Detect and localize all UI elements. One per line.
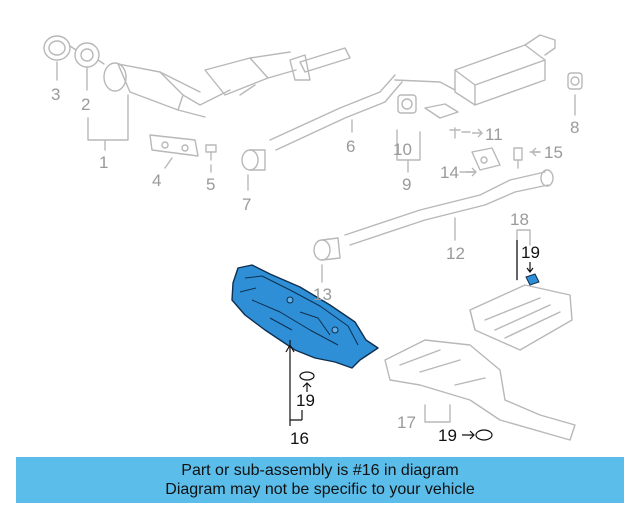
info-banner: Part or sub-assembly is #16 in diagram D… <box>16 457 624 503</box>
part-12-pipe[interactable] <box>344 169 554 246</box>
callout-14: 14 <box>440 163 459 182</box>
leader-lines <box>56 61 576 423</box>
part-4-bracket[interactable] <box>149 134 199 157</box>
part-rear-muffler[interactable] <box>394 34 556 106</box>
callout-4: 4 <box>152 171 161 190</box>
callout-2: 2 <box>81 95 90 114</box>
callout-19-lower: 19 <box>296 391 315 410</box>
callout-9: 9 <box>402 175 411 194</box>
part-8-hanger[interactable] <box>567 72 583 90</box>
part-3-gasket[interactable] <box>43 35 71 61</box>
callout-3: 3 <box>51 85 60 104</box>
part-front-converter-body[interactable] <box>204 51 297 96</box>
banner-line-2: Diagram may not be specific to your vehi… <box>165 481 475 498</box>
part-15-bolt[interactable] <box>513 147 523 169</box>
part-10-insulator[interactable] <box>397 94 417 114</box>
part-5-bolt[interactable] <box>205 144 217 161</box>
part-2-clamp[interactable] <box>69 42 105 68</box>
part-6-intermediate-pipe[interactable] <box>269 47 403 151</box>
callout-5: 5 <box>206 175 215 194</box>
part-14-bracket[interactable] <box>471 147 501 171</box>
callout-11: 11 <box>485 125 503 144</box>
callout-13: 13 <box>313 285 332 304</box>
banner-line-1: Part or sub-assembly is #16 in diagram <box>181 462 459 479</box>
callout-8: 8 <box>570 118 579 137</box>
callout-12: 12 <box>446 244 465 263</box>
part-7-clamp[interactable] <box>241 149 266 171</box>
callout-19-near-17: 19 <box>438 426 457 445</box>
callout-1: 1 <box>99 153 108 172</box>
part-17-heat-shield[interactable] <box>384 339 576 441</box>
part-13-clamp[interactable] <box>313 237 341 261</box>
callout-18: 18 <box>510 210 529 229</box>
part-19-clip-17[interactable] <box>462 429 493 441</box>
part-16-heat-shield-highlighted[interactable] <box>231 264 379 369</box>
callout-6: 6 <box>346 137 355 156</box>
callout-19-upper: 19 <box>521 243 540 262</box>
callout-10: 10 <box>393 140 412 159</box>
callout-17: 17 <box>397 413 416 432</box>
part-11-bracket[interactable] <box>424 103 461 139</box>
callout-16: 16 <box>290 429 309 448</box>
part-1-catalytic-converter[interactable] <box>103 62 231 118</box>
callout-15: 15 <box>544 143 563 162</box>
callout-7: 7 <box>242 195 251 214</box>
part-19-clip-lower[interactable] <box>299 371 315 392</box>
part-19-clip-upper[interactable] <box>525 262 540 286</box>
exhaust-system-diagram: 3 2 1 4 5 7 6 10 9 11 8 15 14 12 13 18 1… <box>43 34 583 448</box>
part-18-rear-heat-shield[interactable] <box>469 284 573 351</box>
